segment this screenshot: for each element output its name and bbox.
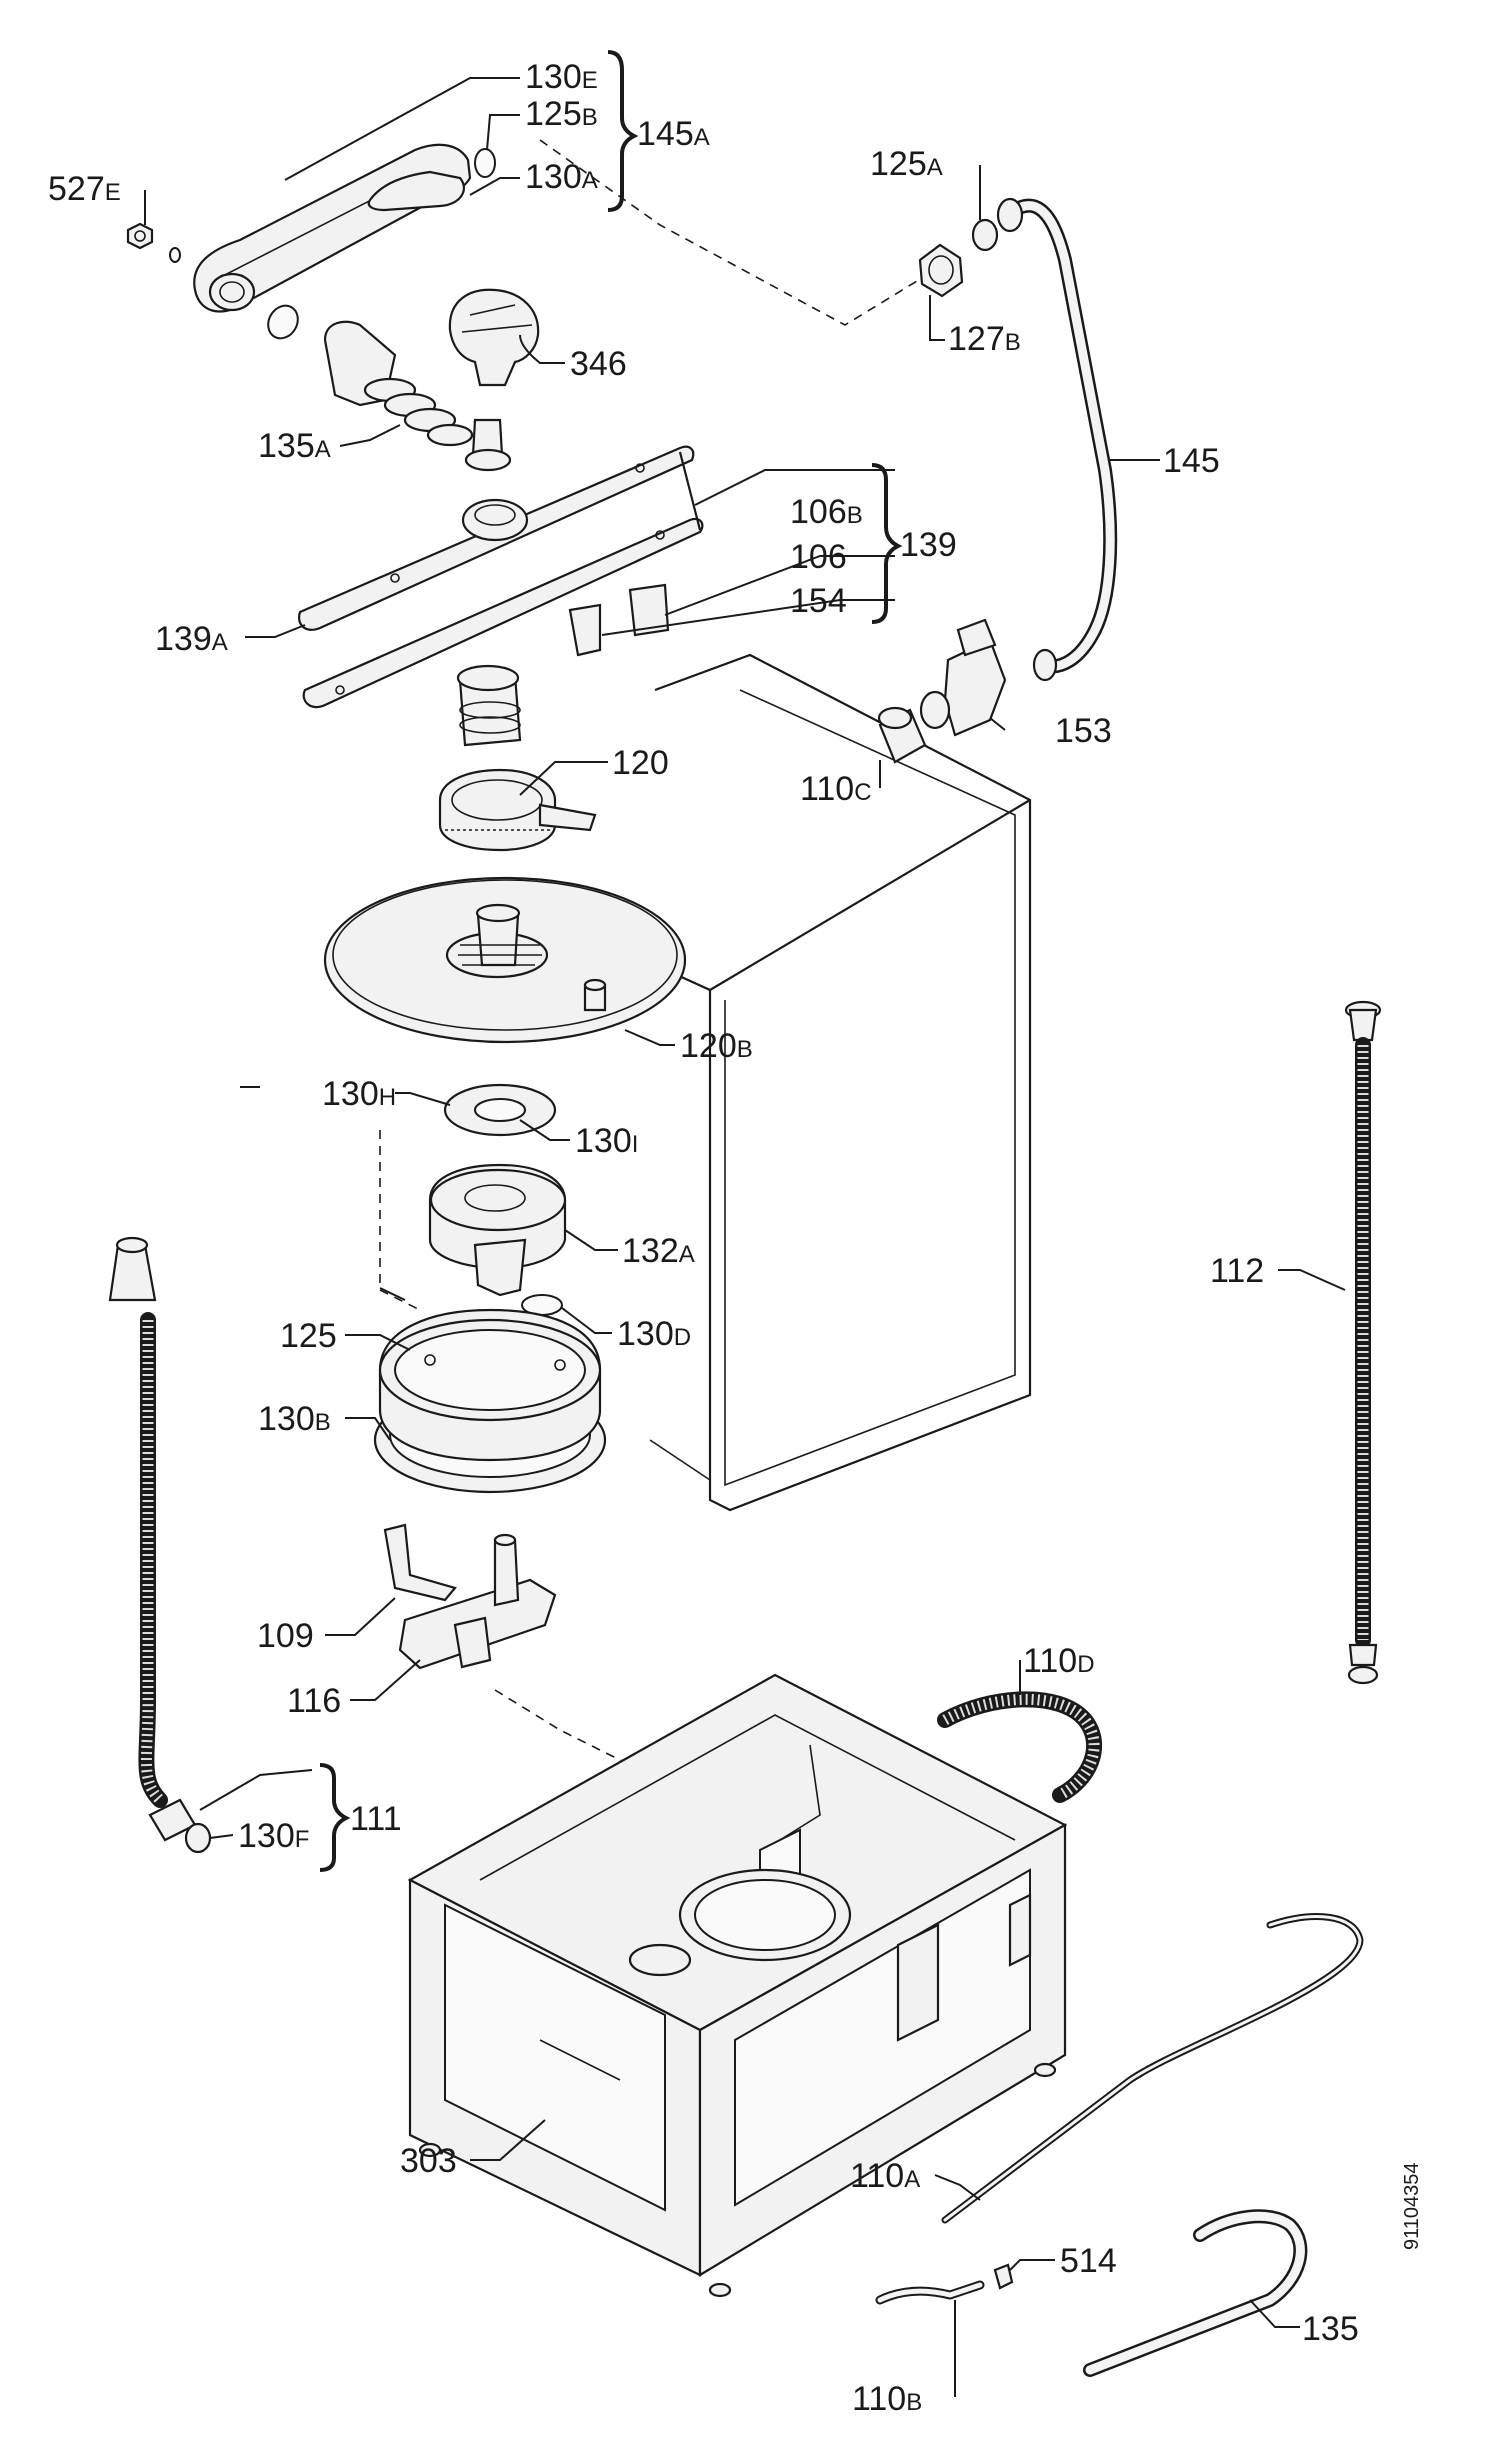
lower-spray-arm-139: [297, 445, 704, 709]
label-135a: 135A: [258, 427, 331, 465]
label-106: 106: [790, 538, 847, 576]
rod-110a: [941, 1913, 1364, 2224]
label-106b: 106B: [790, 493, 863, 531]
leader-lines: [144, 77, 1346, 2397]
fitting-127b: [918, 243, 964, 298]
pipe-110b: [875, 2280, 985, 2305]
sump-cover-132a: [428, 1163, 567, 1297]
label-145a: 145A: [637, 115, 710, 153]
label-527e: 527E: [48, 170, 121, 208]
label-130e: 130E: [525, 58, 598, 96]
hub-connector: [456, 664, 522, 747]
label-109: 109: [257, 1617, 314, 1655]
supply-pipe-145: [996, 197, 1118, 682]
label-110a: 110A: [850, 2157, 920, 2195]
label-154: 154: [790, 582, 847, 620]
bracket-109: [383, 1523, 457, 1602]
label-130b: 130B: [258, 1400, 331, 1438]
label-125: 125: [280, 1317, 337, 1355]
label-125a: 125A: [870, 145, 943, 183]
label-132a: 132A: [622, 1232, 695, 1270]
label-130f: 130F: [238, 1817, 309, 1855]
label-139a: 139A: [155, 620, 228, 658]
label-145: 145: [1163, 442, 1220, 480]
label-130h: 130H: [322, 1075, 396, 1113]
filter-plate-120b: [323, 876, 687, 1044]
label-346: 346: [570, 345, 627, 383]
label-110d: 110D: [1023, 1642, 1095, 1680]
label-303: 303: [400, 2142, 457, 2180]
braces: [240, 50, 903, 1872]
label-135: 135: [1302, 2310, 1359, 2348]
sleeve-110c: [877, 706, 927, 764]
drain-hose-112: [1344, 1000, 1382, 1685]
label-139: 139: [900, 526, 957, 564]
seal-125a: [971, 218, 999, 252]
label-130a: 130A: [525, 158, 598, 196]
label-111: 111: [350, 1800, 402, 1838]
label-120: 120: [612, 744, 669, 782]
base-frame-303: [407, 1673, 1068, 2298]
clip-106: [628, 583, 670, 637]
filter-nut-120: [438, 768, 597, 852]
label-130i: 130I: [575, 1122, 638, 1160]
label-112: 112: [1210, 1252, 1264, 1290]
nut-527e: [126, 222, 181, 263]
label-110c: 110C: [800, 770, 872, 808]
part-labels: 130E 125B 145A 130A 527E 125A 127B 346 1…: [48, 58, 1359, 2418]
label-120b: 120B: [680, 1027, 753, 1065]
gasket-130i: [443, 1083, 557, 1137]
upper-spray-arm: [193, 143, 472, 313]
cabinet-outline: [649, 653, 1032, 1512]
label-125b: 125B: [525, 95, 598, 133]
sump-ring-125: [378, 1308, 602, 1462]
label-116: 116: [287, 1682, 341, 1720]
o-ring-130a: [267, 304, 299, 340]
label-130d: 130D: [617, 1315, 691, 1353]
label-127b: 127B: [948, 320, 1021, 358]
housing-116: [398, 1533, 557, 1670]
seal-125b: [474, 148, 496, 178]
hose-135: [1083, 2209, 1308, 2377]
document-id: 91104354: [1401, 2163, 1423, 2251]
clip-514: [993, 2263, 1014, 2290]
duct-bellows-135a: [323, 320, 512, 472]
clip-154: [568, 603, 602, 657]
corrugated-hose-110d: [937, 1691, 1102, 1803]
valve-153: [919, 618, 1007, 737]
spray-cap-346: [448, 288, 540, 387]
label-514: 514: [1060, 2242, 1117, 2280]
inlet-hose-111: [108, 1236, 212, 1854]
label-110b: 110B: [852, 2380, 922, 2418]
label-153: 153: [1055, 712, 1112, 750]
